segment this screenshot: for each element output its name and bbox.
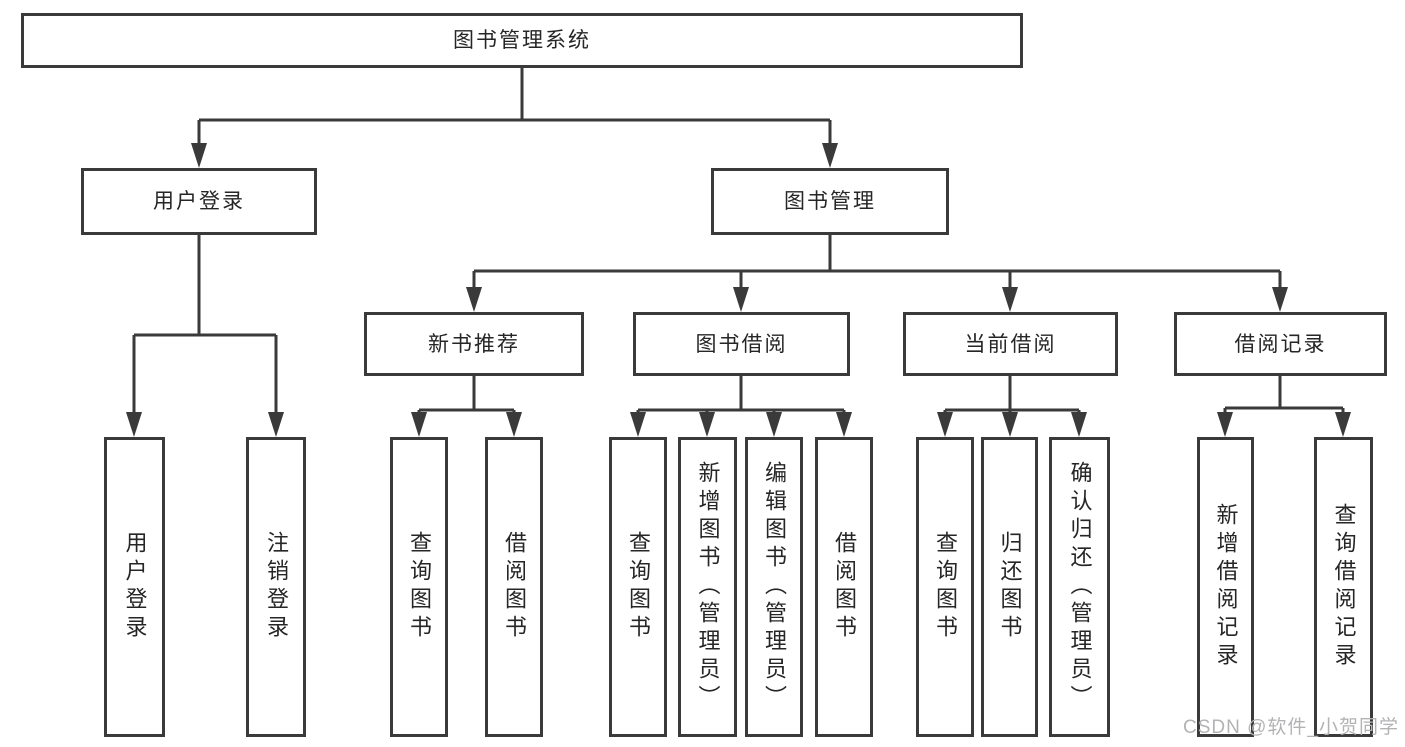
leaf-current-confirm: 确认归还（管理员） [1049, 437, 1110, 737]
leaf-current-return-label: 归还图书 [997, 531, 1023, 643]
node-user-login: 用户登录 [81, 168, 317, 235]
leaf-current-return: 归还图书 [981, 437, 1038, 737]
csdn-watermark: CSDN @软件_小贺同学 [1183, 717, 1399, 738]
leaf-logout: 注销登录 [246, 437, 306, 737]
leaf-borrow-query: 查询图书 [609, 437, 667, 737]
node-root: 图书管理系统 [21, 13, 1023, 68]
node-book-mgmt-label: 图书管理 [784, 190, 876, 213]
leaf-records-add: 新增借阅记录 [1197, 437, 1254, 737]
node-current-borrow-label: 当前借阅 [964, 332, 1057, 356]
leaf-borrow-add: 新增图书（管理员） [678, 437, 737, 737]
leaf-current-query: 查询图书 [916, 437, 974, 737]
leaf-records-query: 查询借阅记录 [1314, 437, 1373, 737]
leaf-newbooks-borrow-label: 借阅图书 [502, 531, 527, 643]
node-borrow-label: 图书借阅 [695, 332, 788, 356]
leaf-current-query-label: 查询图书 [933, 531, 958, 643]
leaf-user-login-label: 用户登录 [122, 531, 148, 643]
leaf-borrow-borrow-label: 借阅图书 [832, 531, 857, 643]
leaf-borrow-edit: 编辑图书（管理员） [745, 437, 803, 737]
leaf-newbooks-borrow: 借阅图书 [485, 437, 543, 737]
leaf-records-query-label: 查询借阅记录 [1331, 503, 1357, 671]
leaf-newbooks-query-label: 查询图书 [407, 531, 432, 643]
leaf-current-confirm-label: 确认归还（管理员） [1067, 461, 1093, 713]
node-current-borrow: 当前借阅 [903, 312, 1118, 376]
leaf-newbooks-query: 查询图书 [390, 437, 448, 737]
leaf-borrow-add-label: 新增图书（管理员） [695, 461, 721, 713]
node-new-books-label: 新书推荐 [428, 332, 520, 356]
node-borrow-records-label: 借阅记录 [1234, 332, 1327, 356]
node-book-mgmt: 图书管理 [711, 168, 949, 235]
leaf-user-login: 用户登录 [104, 437, 165, 737]
node-user-login-label: 用户登录 [153, 190, 245, 213]
node-borrow-records: 借阅记录 [1174, 312, 1387, 376]
node-borrow: 图书借阅 [633, 312, 850, 376]
leaf-borrow-borrow: 借阅图书 [815, 437, 873, 737]
leaf-borrow-edit-label: 编辑图书（管理员） [762, 461, 787, 713]
node-root-label: 图书管理系统 [453, 29, 591, 52]
leaf-logout-label: 注销登录 [264, 531, 289, 643]
leaf-records-add-label: 新增借阅记录 [1213, 503, 1239, 671]
leaf-borrow-query-label: 查询图书 [626, 531, 651, 643]
node-new-books: 新书推荐 [364, 312, 584, 376]
